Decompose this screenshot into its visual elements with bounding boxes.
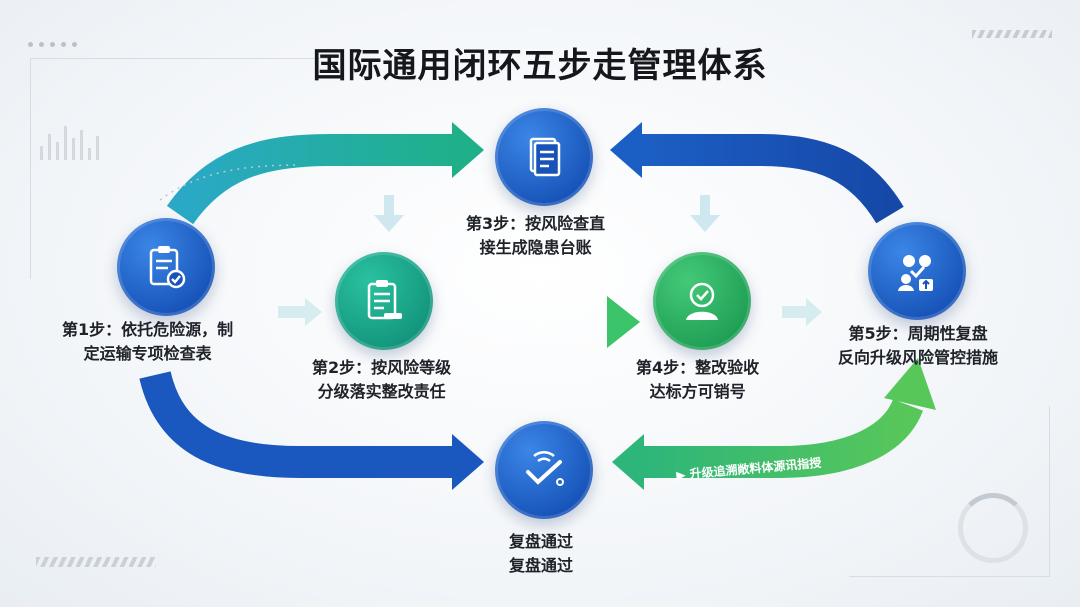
decorative-gauge: [958, 493, 1028, 563]
signal-check-icon: [526, 451, 564, 486]
decorative-stripes: [36, 557, 156, 567]
review-node[interactable]: [495, 421, 593, 519]
step4-label: 第4步：整改验收 达标方可销号: [636, 358, 760, 401]
decorative-frame: [30, 58, 331, 279]
step1-node[interactable]: [117, 218, 215, 316]
clipboard-list-icon: [367, 280, 402, 320]
arrow-step2-to-step4: [445, 296, 640, 348]
decorative-stripes: [972, 30, 1052, 38]
hint-arrows: [278, 195, 822, 326]
arrow-step1-to-review: [139, 370, 484, 490]
step3-label: 第3步：按风险查直 接生成隐患台账: [466, 214, 606, 257]
step4-node[interactable]: [653, 252, 751, 350]
step2-node[interactable]: [335, 252, 433, 350]
user-check-icon: [686, 282, 718, 320]
decorative-bars: [40, 120, 99, 160]
arrow-step5-to-step3: [610, 122, 904, 224]
page-title: 国际通用闭环五步走管理体系: [312, 46, 768, 86]
decorative-dots: [28, 32, 83, 51]
step5-node[interactable]: [868, 222, 966, 320]
step1-label: 第1步：依托危险源，制 定运输专项检查表: [62, 320, 234, 363]
team-upgrade-icon: [898, 255, 933, 291]
step3-node[interactable]: [495, 108, 593, 206]
step2-label: 第2步：按风险等级 分级落实整改责任: [312, 358, 452, 401]
arrow-step1-to-step3: [166, 122, 484, 225]
document-ledger-icon: [529, 137, 561, 177]
arrow-review-to-step5: [612, 358, 936, 490]
decorative-frame: [849, 406, 1050, 577]
review-label: 复盘通过 复盘通过: [509, 532, 574, 575]
clipboard-check-icon: [149, 246, 186, 289]
step5-label: 第5步：周期性复盘 反向升级风险管控措施: [838, 324, 999, 367]
